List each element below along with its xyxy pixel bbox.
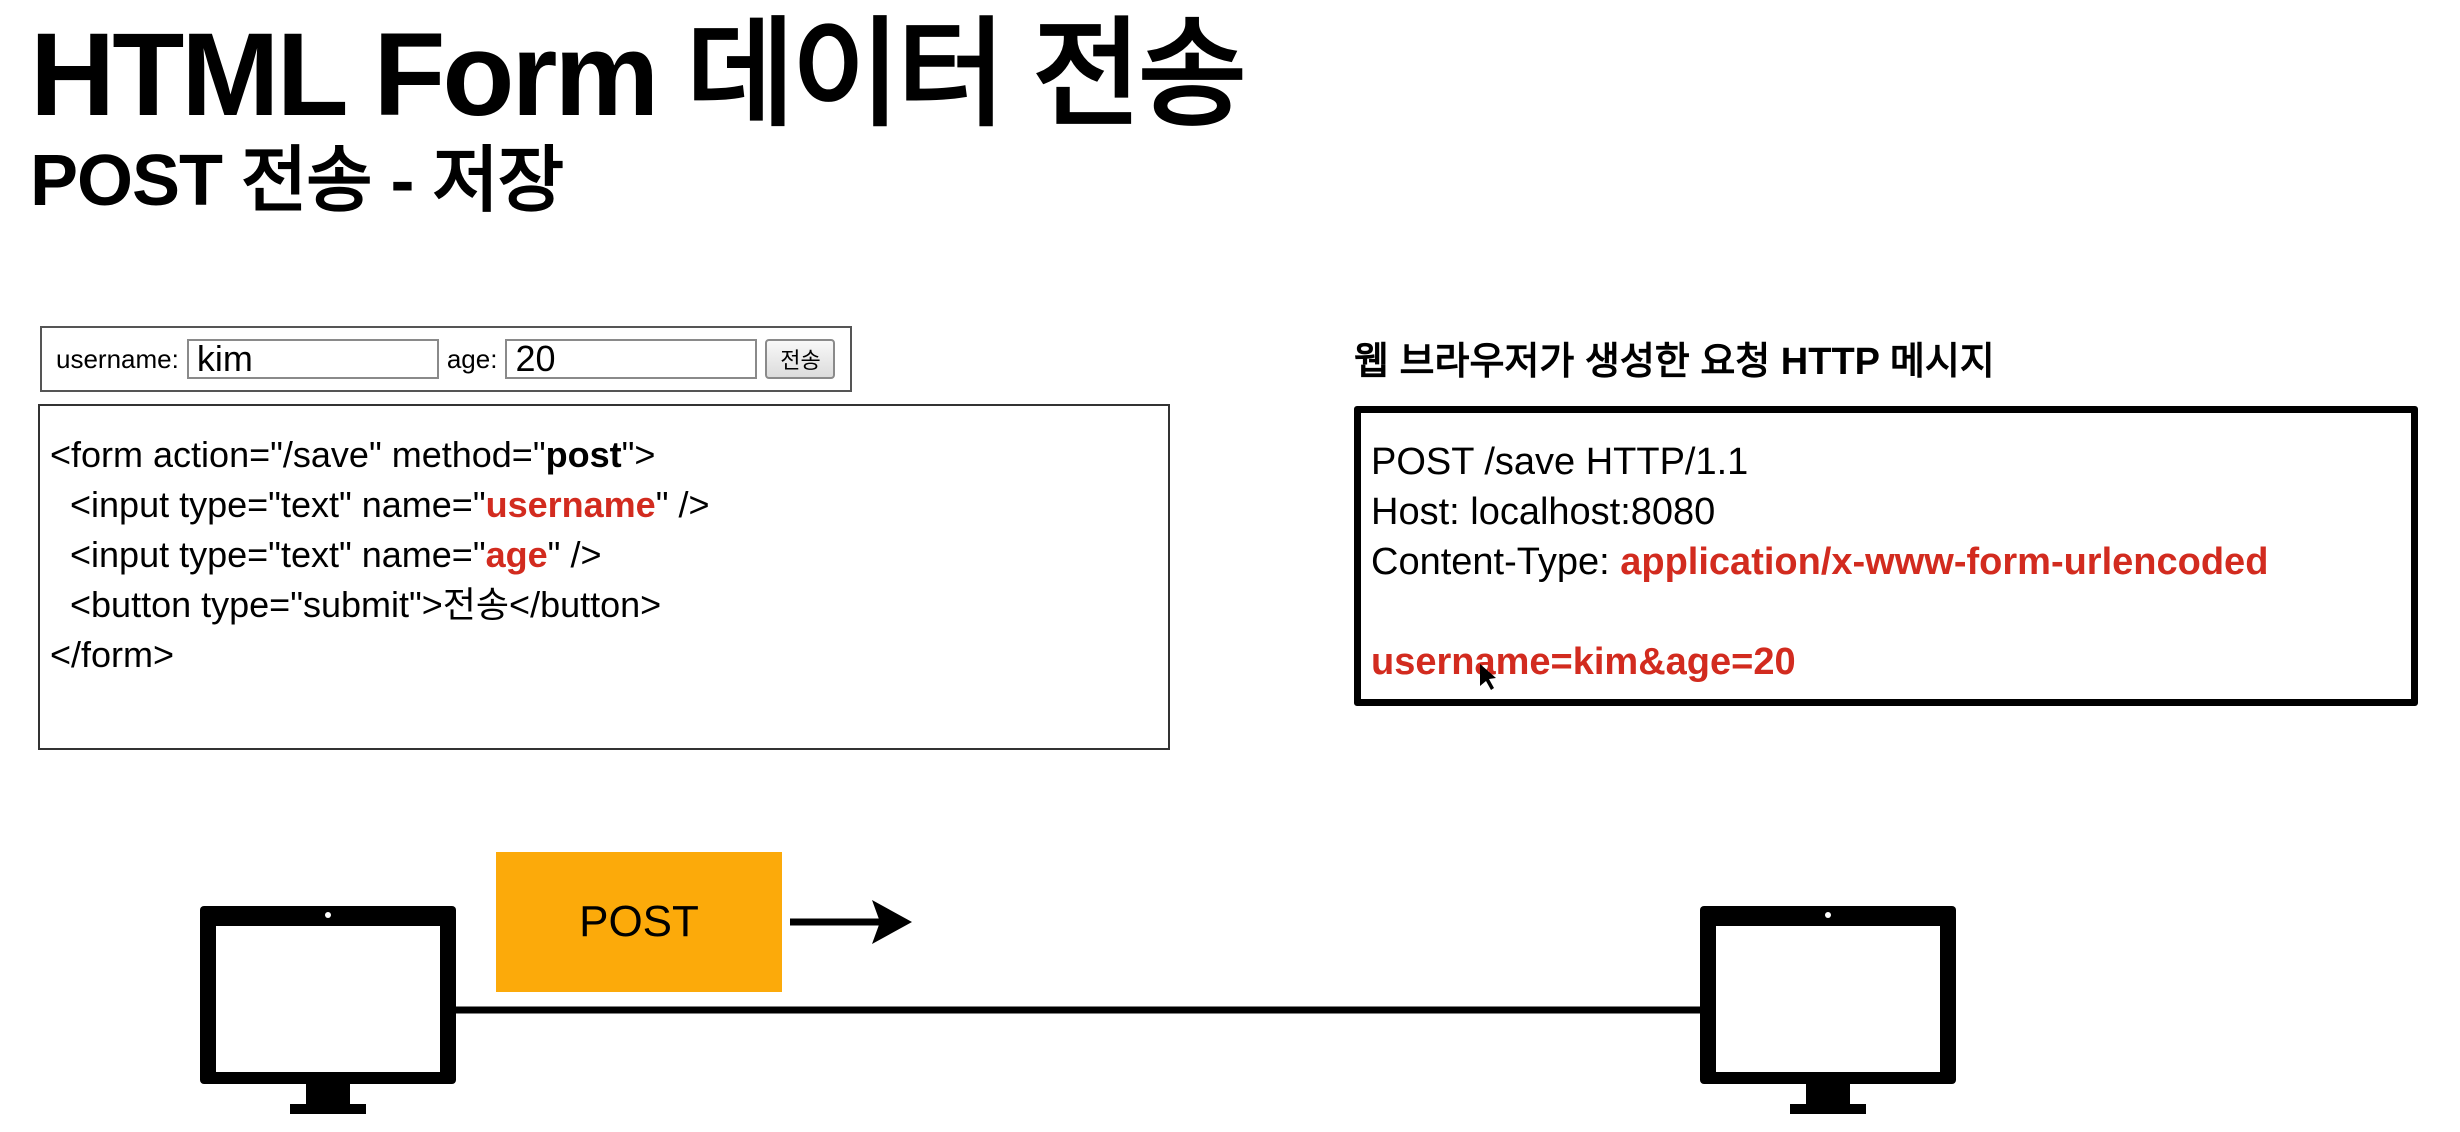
page-title: HTML Form 데이터 전송	[30, 9, 1247, 141]
username-input[interactable]: kim	[186, 338, 439, 379]
age-label: age:	[446, 343, 498, 374]
arrow-head-icon	[872, 900, 912, 944]
content-type-header: Content-Type: application/x-www-form-url…	[1371, 537, 2411, 587]
code-text: " />	[547, 534, 602, 575]
content-type-label: Content-Type:	[1371, 541, 1621, 583]
method-keyword: post	[545, 434, 622, 475]
code-line-3: <input type="text" name="age" />	[50, 530, 1168, 580]
username-name-highlight: username	[485, 484, 656, 525]
code-text: ">	[621, 434, 656, 475]
code-text: <input type="text" name="	[50, 484, 486, 525]
code-line-5: </form>	[50, 634, 175, 675]
code-text: " />	[655, 484, 710, 525]
request-line: POST /save HTTP/1.1	[1371, 441, 1749, 483]
rendered-form: username: kim age: 20 전송	[40, 326, 852, 392]
server-computer-icon	[1700, 906, 1956, 1114]
code-line-2: <input type="text" name="username" />	[50, 480, 1168, 530]
code-text: <form action="/save" method="	[50, 434, 546, 475]
username-label: username:	[56, 343, 179, 374]
http-message-box: POST /save HTTP/1.1 Host: localhost:8080…	[1354, 406, 2418, 706]
code-line-4: <button type="submit">전송</button>	[50, 584, 662, 625]
code-line-1: <form action="/save" method="post">	[50, 430, 1168, 480]
age-input[interactable]: 20	[505, 338, 758, 379]
page-subtitle: POST 전송 - 저장	[30, 141, 564, 221]
client-computer-icon	[200, 906, 456, 1114]
post-method-label: POST	[496, 852, 782, 992]
host-header: Host: localhost:8080	[1371, 491, 1716, 533]
content-type-value: application/x-www-form-urlencoded	[1620, 541, 2269, 583]
submit-button[interactable]: 전송	[765, 339, 836, 379]
http-message-heading: 웹 브라우저가 생성한 요청 HTTP 메시지	[1354, 341, 1995, 383]
message-body: username=kim&age=20	[1371, 641, 1796, 683]
cursor-icon	[1480, 664, 1496, 690]
html-code-box: <form action="/save" method="post"> <inp…	[38, 404, 1170, 750]
age-name-highlight: age	[485, 534, 548, 575]
code-text: <input type="text" name="	[50, 534, 486, 575]
